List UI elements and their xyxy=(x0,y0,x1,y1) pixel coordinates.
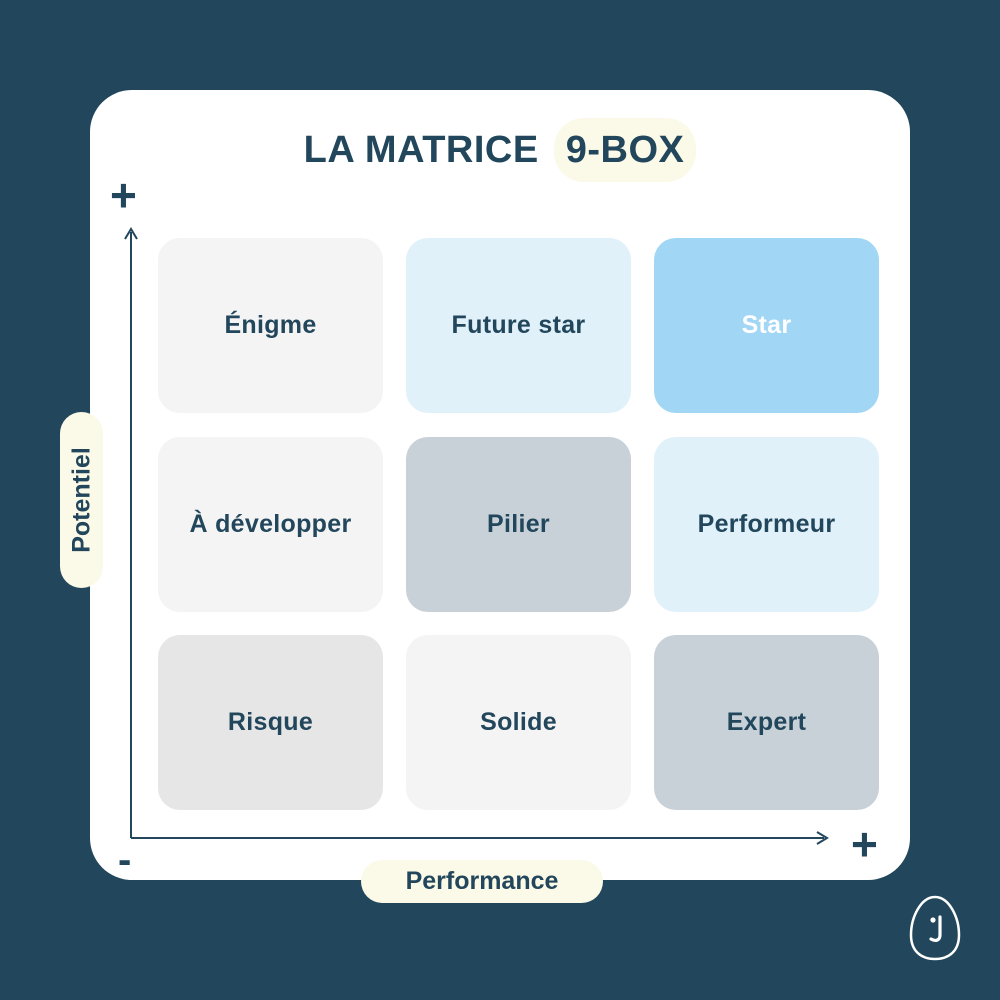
box-performeur: Performeur xyxy=(654,437,879,612)
title-highlight: 9-BOX xyxy=(553,118,697,182)
x-axis-label: Performance xyxy=(405,867,559,895)
box-enigme: Énigme xyxy=(158,238,383,413)
y-axis-label: Potentiel xyxy=(67,447,95,553)
box-label: Risque xyxy=(227,708,314,736)
box-star: Star xyxy=(654,238,879,413)
box-label: Expert xyxy=(726,708,807,736)
box-risque: Risque xyxy=(158,635,383,810)
box-label: Solide xyxy=(480,708,557,736)
x-axis-label-pill: Performance xyxy=(361,860,603,903)
origin-minus: - xyxy=(118,838,132,882)
box-future-star: Future star xyxy=(406,238,631,413)
box-expert: Expert xyxy=(654,635,879,810)
x-axis-plus: + xyxy=(851,818,878,870)
y-axis-label-pill: Potentiel xyxy=(60,412,103,588)
y-axis-plus: + xyxy=(110,169,137,221)
title-main: LA MATRICE xyxy=(303,129,539,171)
j-egg-logo-icon xyxy=(909,895,961,961)
box-label: Future star xyxy=(451,311,586,339)
box-pilier: Pilier xyxy=(406,437,631,612)
box-label: Performeur xyxy=(697,510,836,538)
box-label: À développer xyxy=(189,510,352,538)
box-label: Pilier xyxy=(487,510,550,538)
box-label: Énigme xyxy=(224,311,317,339)
box-a-developper: À développer xyxy=(158,437,383,612)
page-title: LA MATRICE 9-BOX xyxy=(0,118,1000,182)
box-label: Star xyxy=(741,311,792,339)
box-solide: Solide xyxy=(406,635,631,810)
